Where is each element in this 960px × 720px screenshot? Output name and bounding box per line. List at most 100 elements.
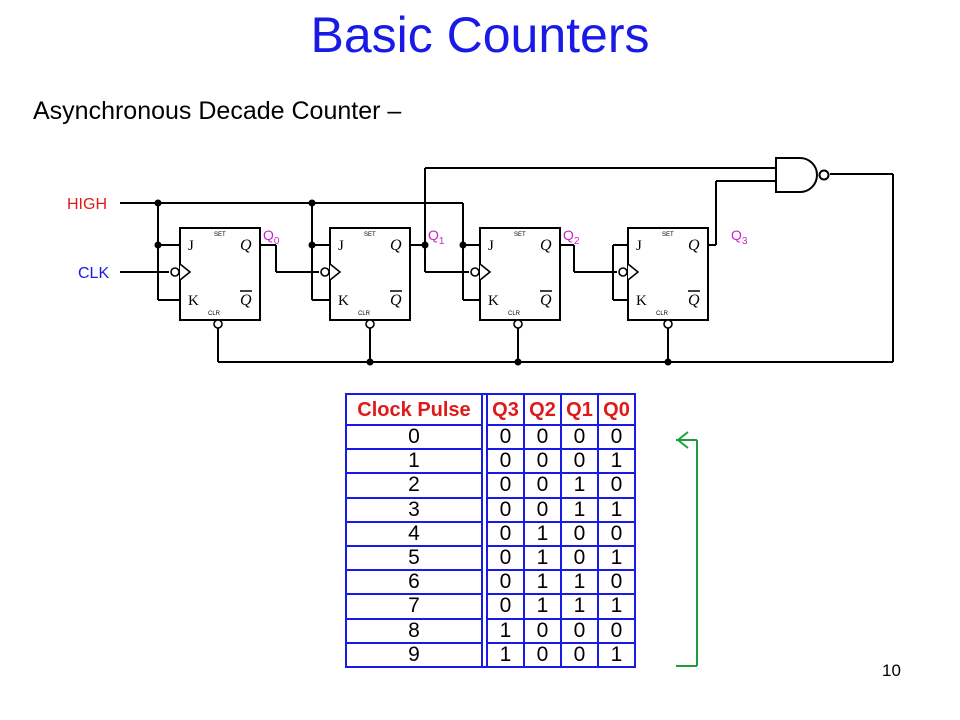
- cell-q2: 0: [523, 496, 562, 523]
- ff1-set-label: SET: [364, 232, 376, 238]
- cell-q3: 0: [486, 472, 525, 499]
- header-clock-pulse: Clock Pulse: [345, 393, 483, 426]
- output-labels: Q0 Q1 Q2 Q3: [263, 227, 748, 247]
- ff1-clr-label: CLR: [358, 311, 371, 317]
- cell-q2: 1: [523, 593, 562, 620]
- cell-clock-pulse: 8: [345, 617, 483, 644]
- cell-q1: 0: [560, 520, 599, 547]
- set-clr-labels: SET CLR SET CLR SET CLR SET CLR: [208, 232, 674, 317]
- cell-clock-pulse: 3: [345, 496, 483, 523]
- ff2-k-label: K: [488, 293, 499, 309]
- ff2-j-label: J: [488, 238, 494, 254]
- ff0-qbar-label: Q: [240, 292, 252, 309]
- ff1-qbar-label: Q: [390, 292, 402, 309]
- cell-q3: 0: [486, 423, 525, 451]
- cell-q3: 0: [486, 520, 525, 547]
- cell-q0: 1: [597, 448, 636, 475]
- nand-gate: [775, 157, 830, 193]
- cell-q2: 1: [523, 544, 562, 572]
- cell-q3: 0: [486, 569, 525, 596]
- ff2-qbar-label: Q: [540, 292, 552, 309]
- ff3-set-label: SET: [662, 232, 674, 238]
- ff0-clr-label: CLR: [208, 311, 221, 317]
- ff3-k-label: K: [636, 293, 647, 309]
- cell-clock-pulse: 4: [345, 520, 483, 547]
- cell-q0: 0: [597, 472, 636, 499]
- cell-q0: 1: [597, 496, 636, 523]
- cell-clock-pulse: 6: [345, 569, 483, 596]
- cell-q3: 0: [486, 496, 525, 523]
- q0-output-label: Q0: [263, 227, 280, 247]
- clock-inputs: [170, 263, 673, 329]
- ff-pin-labels: J K J K J K J K: [188, 238, 647, 309]
- cell-q1: 1: [560, 472, 599, 499]
- slide-subtitle: Asynchronous Decade Counter –: [33, 97, 402, 125]
- header-q1: Q1: [560, 393, 599, 426]
- cell-clock-pulse: 7: [345, 593, 483, 620]
- cell-q3: 1: [486, 617, 525, 644]
- cell-q3: 1: [486, 641, 525, 668]
- cell-clock-pulse: 0: [345, 423, 483, 451]
- ff3-qbar-label: Q: [688, 292, 700, 309]
- header-q0: Q0: [597, 393, 636, 426]
- cell-q0: 0: [597, 569, 636, 596]
- cell-q2: 0: [523, 617, 562, 644]
- cell-q0: 0: [597, 520, 636, 547]
- cell-q1: 0: [560, 423, 599, 451]
- cell-q3: 0: [486, 544, 525, 572]
- cell-q1: 0: [560, 641, 599, 668]
- ff2-q-label: Q: [540, 237, 552, 254]
- flip-flop-2: [479, 227, 561, 321]
- cell-q2: 0: [523, 448, 562, 475]
- ff1-j-label: J: [338, 238, 344, 254]
- ff0-j-label: J: [188, 238, 194, 254]
- ff3-clr-label: CLR: [656, 311, 669, 317]
- ff0-set-label: SET: [214, 232, 226, 238]
- cell-q0: 1: [597, 544, 636, 572]
- header-q2: Q2: [523, 393, 562, 426]
- cell-q2: 0: [523, 472, 562, 499]
- ff0-q-label: Q: [240, 237, 252, 254]
- cell-q1: 0: [560, 544, 599, 572]
- ff2-set-label: SET: [514, 232, 526, 238]
- ff0-k-label: K: [188, 293, 199, 309]
- cell-q1: 1: [560, 569, 599, 596]
- ff3-q-label: Q: [688, 237, 700, 254]
- junction-dots: [154, 199, 672, 366]
- q1-output-label: Q1: [428, 227, 445, 247]
- cell-q2: 0: [523, 641, 562, 668]
- ff-output-labels: Q Q Q Q Q Q Q Q: [240, 237, 700, 309]
- cell-q2: 1: [523, 569, 562, 596]
- page-number: 10: [882, 661, 901, 680]
- cell-q1: 0: [560, 448, 599, 475]
- cell-q0: 1: [597, 641, 636, 668]
- ff2-clr-label: CLR: [508, 311, 521, 317]
- cell-clock-pulse: 2: [345, 472, 483, 499]
- q3-output-label: Q3: [731, 227, 748, 247]
- slide-title: Basic Counters: [310, 7, 650, 63]
- cell-q2: 1: [523, 520, 562, 547]
- q2-output-label: Q2: [563, 227, 580, 247]
- flip-flop-boxes: [179, 227, 709, 321]
- cell-q1: 1: [560, 593, 599, 620]
- cell-clock-pulse: 5: [345, 544, 483, 572]
- cell-clock-pulse: 9: [345, 641, 483, 668]
- ff1-k-label: K: [338, 293, 349, 309]
- cell-q3: 0: [486, 593, 525, 620]
- cell-q0: 1: [597, 593, 636, 620]
- ff3-j-label: J: [636, 238, 642, 254]
- cell-q3: 0: [486, 448, 525, 475]
- flip-flop-1: [329, 227, 411, 321]
- ff1-q-label: Q: [390, 237, 402, 254]
